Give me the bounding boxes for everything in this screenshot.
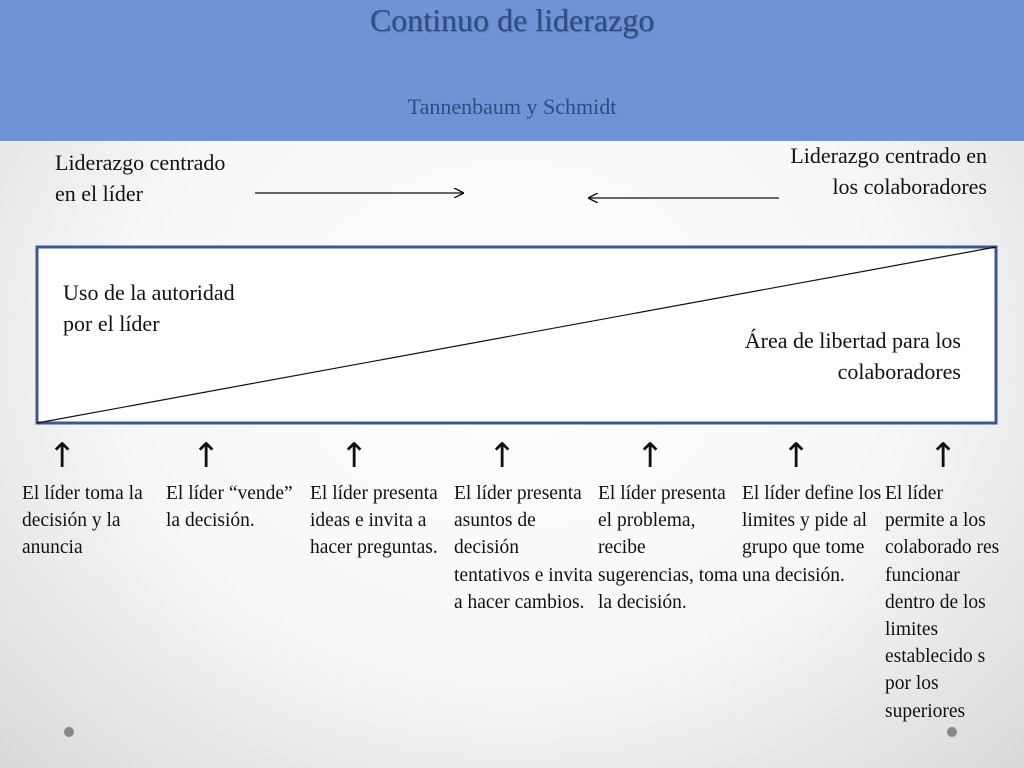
leader-centered-label: Liderazgo centrado en el líder — [55, 150, 226, 206]
behavior-text: El líder presenta el problema, recibe su… — [598, 483, 738, 613]
behavior-list: ↑ El líder toma la decisión y la anuncia… — [0, 434, 1024, 768]
collaborator-freedom-area-label: Área de libertad para los colaboradores — [744, 328, 961, 384]
up-arrow-icon: ↑ — [340, 436, 369, 476]
behavior-text: El líder define los limites y pide al gr… — [742, 483, 882, 586]
behavior-text: El líder presenta ideas e invita a hacer… — [310, 483, 438, 559]
up-arrow-icon: ↑ — [488, 436, 517, 476]
up-arrow-icon: ↑ — [636, 436, 665, 476]
continuum-diagonal — [36, 246, 997, 424]
behavior-text: El líder presenta asuntos de decisión te… — [454, 483, 593, 613]
behavior-item: ↑ El líder presenta asuntos de decisión … — [454, 434, 594, 616]
behavior-text: El líder permite a los colaborado res fu… — [885, 483, 1000, 722]
up-arrow-icon: ↑ — [48, 436, 77, 476]
behavior-item: ↑ El líder toma la decisión y la anuncia — [22, 434, 162, 562]
collaborator-centered-label: Liderazgo centrado en los colaboradores — [790, 143, 987, 199]
behavior-item: ↑ El líder define los limites y pide al … — [742, 434, 882, 589]
up-arrow-icon: ↑ — [192, 436, 221, 476]
leader-authority-area-label: Uso de la autoridad por el líder — [63, 280, 235, 336]
up-arrow-icon: ↑ — [929, 436, 958, 476]
behavior-item: ↑ El líder presenta ideas e invita a hac… — [310, 434, 450, 562]
behavior-text: El líder toma la decisión y la anuncia — [22, 483, 143, 559]
behavior-item: ↑ El líder permite a los colaborado res … — [885, 434, 1007, 725]
up-arrow-icon: ↑ — [782, 436, 811, 476]
slide-subtitle: Tannenbaum y Schmidt — [407, 94, 617, 119]
behavior-text: El líder “vende” la decisión. — [166, 483, 293, 532]
header-band: Continuo de liderazgo Tannenbaum y Schmi… — [0, 0, 1024, 141]
footer-dot-right — [947, 727, 957, 737]
behavior-item: ↑ El líder presenta el problema, recibe … — [598, 434, 738, 616]
slide-title: Continuo de liderazgo — [369, 2, 655, 38]
behavior-item: ↑ El líder “vende” la decisión. — [166, 434, 306, 534]
footer-dot-left — [64, 727, 74, 737]
